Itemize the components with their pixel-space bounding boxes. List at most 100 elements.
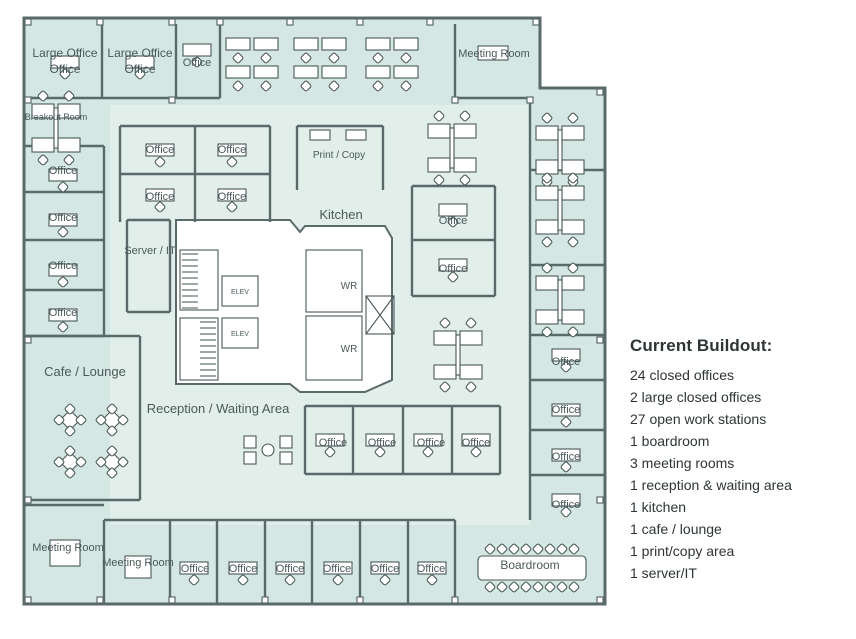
desk bbox=[413, 433, 443, 447]
legend-item: 1 kitchen bbox=[630, 499, 687, 515]
desk bbox=[433, 364, 457, 380]
chair bbox=[59, 68, 71, 80]
chair bbox=[520, 581, 532, 593]
chair bbox=[372, 52, 384, 64]
stair-treads bbox=[182, 253, 216, 377]
desk bbox=[455, 334, 461, 376]
desk bbox=[438, 203, 468, 217]
chair bbox=[544, 581, 556, 593]
desk bbox=[182, 43, 212, 57]
chair bbox=[560, 461, 572, 473]
desk bbox=[145, 188, 175, 202]
shaft bbox=[365, 295, 395, 335]
desk bbox=[459, 364, 483, 380]
chair bbox=[422, 446, 434, 458]
chair bbox=[232, 52, 244, 64]
desk bbox=[48, 168, 78, 182]
chair bbox=[439, 381, 451, 393]
chair bbox=[324, 446, 336, 458]
chair bbox=[188, 574, 200, 586]
desk bbox=[293, 65, 319, 79]
chair bbox=[284, 574, 296, 586]
office-label: Office bbox=[218, 144, 247, 156]
chair bbox=[57, 321, 69, 333]
cafe-table bbox=[101, 409, 123, 431]
column bbox=[596, 336, 604, 344]
lounge-chair bbox=[243, 435, 257, 449]
desk bbox=[427, 157, 451, 173]
column bbox=[168, 18, 176, 26]
legend-item: 2 large closed offices bbox=[630, 389, 762, 405]
office-label: Office bbox=[462, 437, 491, 449]
lounge-chair bbox=[279, 451, 293, 465]
chair bbox=[75, 456, 87, 468]
office-label: Office bbox=[146, 191, 175, 203]
elevator-2 bbox=[221, 317, 259, 349]
chair bbox=[260, 80, 272, 92]
structural-columns bbox=[24, 18, 604, 604]
label-wr-1: WR bbox=[341, 281, 358, 292]
chair bbox=[300, 52, 312, 64]
desk bbox=[53, 107, 59, 149]
column bbox=[168, 96, 176, 104]
chair bbox=[379, 574, 391, 586]
desk bbox=[365, 65, 391, 79]
chair bbox=[117, 414, 129, 426]
chair bbox=[496, 581, 508, 593]
column bbox=[96, 18, 104, 26]
office-label: Office bbox=[552, 356, 581, 368]
desk bbox=[453, 123, 477, 139]
chair bbox=[532, 581, 544, 593]
column bbox=[24, 18, 32, 26]
chair bbox=[64, 425, 76, 437]
chair bbox=[541, 112, 553, 124]
chair bbox=[520, 543, 532, 555]
chair bbox=[232, 80, 244, 92]
washroom-1 bbox=[305, 249, 363, 313]
desk bbox=[225, 65, 251, 79]
desk bbox=[321, 37, 347, 51]
office-label: Office bbox=[371, 563, 400, 575]
floor-plan: Large Office Office Large Office Office … bbox=[22, 16, 607, 606]
column bbox=[526, 96, 534, 104]
chair bbox=[154, 156, 166, 168]
column bbox=[451, 596, 459, 604]
desk bbox=[228, 561, 258, 575]
desk bbox=[453, 157, 477, 173]
chair bbox=[237, 574, 249, 586]
chair bbox=[541, 262, 553, 274]
chair bbox=[53, 414, 65, 426]
chair bbox=[426, 574, 438, 586]
chair bbox=[63, 154, 75, 166]
chair bbox=[53, 456, 65, 468]
desk bbox=[535, 219, 559, 235]
office-label: Office bbox=[417, 437, 446, 449]
desk bbox=[417, 561, 447, 575]
chair bbox=[374, 446, 386, 458]
office-label: Office bbox=[439, 215, 468, 227]
chair bbox=[459, 110, 471, 122]
office-label: Office bbox=[146, 144, 175, 156]
chair bbox=[465, 317, 477, 329]
desk bbox=[551, 403, 581, 417]
desk bbox=[561, 185, 585, 201]
column bbox=[596, 496, 604, 504]
chair bbox=[64, 403, 76, 415]
chair bbox=[567, 326, 579, 338]
chair bbox=[556, 581, 568, 593]
desk bbox=[535, 185, 559, 201]
chair bbox=[560, 506, 572, 518]
chair bbox=[541, 172, 553, 184]
interior-walls bbox=[24, 24, 605, 604]
legend-item: 24 closed offices bbox=[630, 367, 735, 383]
column bbox=[24, 596, 32, 604]
chair bbox=[106, 445, 118, 457]
label-large-office-2b: Office bbox=[124, 62, 155, 76]
column bbox=[96, 596, 104, 604]
chair bbox=[400, 80, 412, 92]
desk bbox=[48, 308, 78, 322]
desk bbox=[145, 143, 175, 157]
label-large-office-1: Large Office bbox=[32, 46, 97, 60]
chair bbox=[300, 80, 312, 92]
